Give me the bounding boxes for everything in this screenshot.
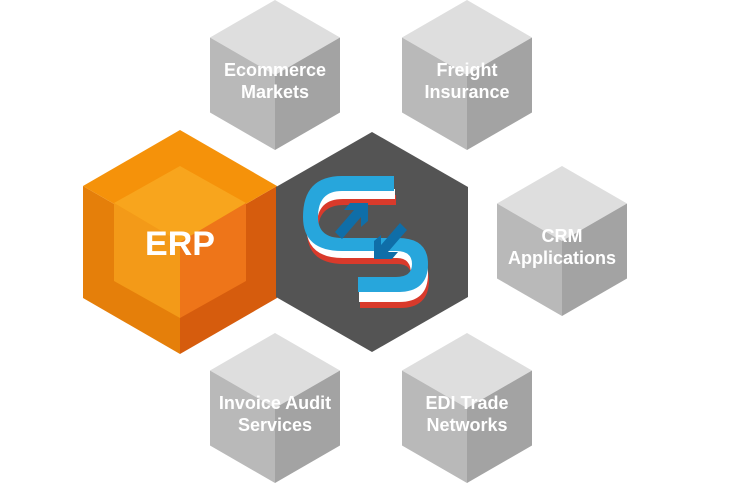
cube-ecommerce-label-line1: Ecommerce: [224, 60, 326, 80]
cube-crm-label-line2: Applications: [508, 248, 616, 268]
cube-freight-label-line1: Freight: [437, 60, 498, 80]
cube-invoice-label-line2: Services: [238, 415, 312, 435]
cube-edi-label-line1: EDI Trade: [425, 393, 508, 413]
cube-invoice-label-line1: Invoice Audit: [219, 393, 331, 413]
cube-freight-insurance[interactable]: Freight Insurance: [402, 0, 532, 150]
center-hub: [276, 132, 468, 352]
erp-label: ERP: [145, 225, 215, 263]
cube-crm-label-line1: CRM: [542, 226, 583, 246]
cube-invoice-audit-services[interactable]: Invoice Audit Services: [210, 333, 340, 483]
erp-cube[interactable]: ERP: [83, 130, 277, 354]
cube-freight-label-line2: Insurance: [424, 82, 509, 102]
sync-arrows-logo-icon: [303, 176, 429, 308]
cube-ecommerce-markets[interactable]: Ecommerce Markets: [210, 0, 340, 150]
cube-crm-applications[interactable]: CRM Applications: [497, 166, 627, 316]
cube-ecommerce-label-line2: Markets: [241, 82, 309, 102]
cube-edi-label-line2: Networks: [426, 415, 507, 435]
cube-edi-trade-networks[interactable]: EDI Trade Networks: [402, 333, 532, 483]
